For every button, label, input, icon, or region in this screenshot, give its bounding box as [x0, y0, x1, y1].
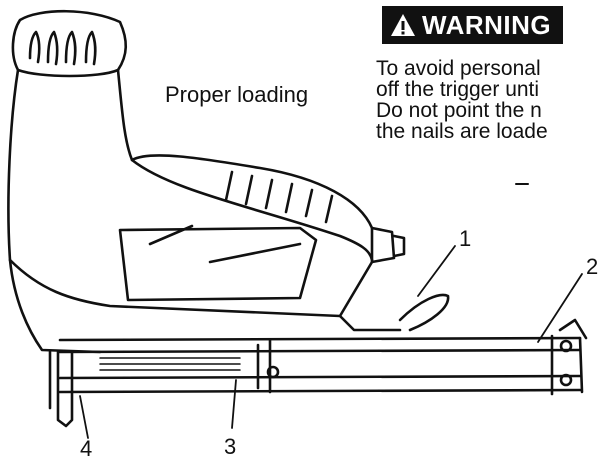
- warning-line: the nails are loade: [376, 120, 548, 143]
- warning-line: To avoid personal: [376, 57, 541, 80]
- callout-1: 1: [459, 226, 472, 251]
- warning-label: WARNING: [422, 9, 552, 40]
- figure-caption: Proper loading: [165, 82, 309, 107]
- warning-badge: WARNING: [382, 6, 564, 44]
- callout-4: 4: [80, 436, 93, 461]
- warning-text: To avoid personal off the trigger unti D…: [376, 58, 598, 142]
- callout-2: 2: [586, 254, 598, 279]
- warning-triangle-icon: [391, 14, 415, 36]
- callout-3: 3: [224, 434, 237, 459]
- warning-line: off the trigger unti: [376, 78, 540, 101]
- warning-line: Do not point the n: [376, 99, 542, 122]
